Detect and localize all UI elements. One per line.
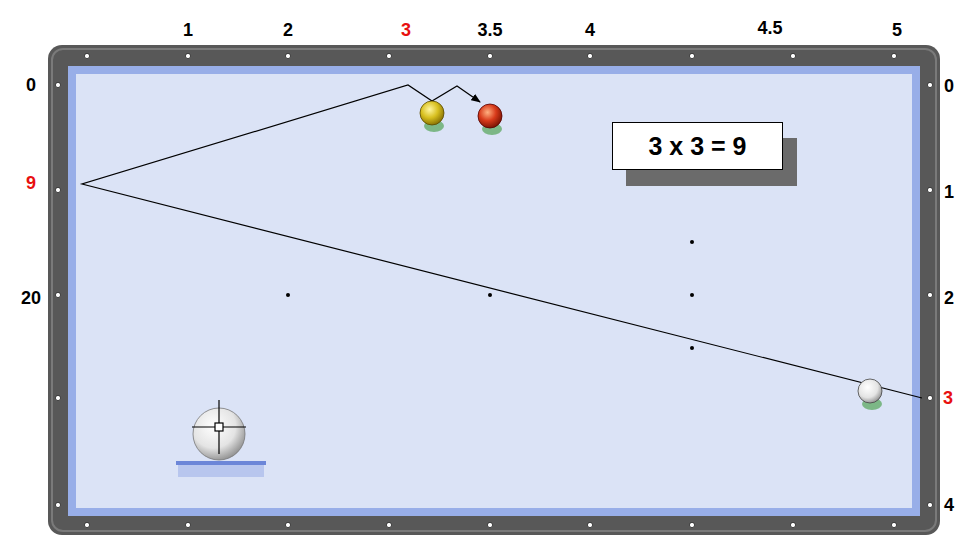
ball-path bbox=[82, 85, 922, 398]
red-ball bbox=[478, 104, 502, 128]
rail-highlight bbox=[52, 49, 936, 531]
cushion bbox=[68, 66, 920, 516]
cue-tip-indicator bbox=[176, 400, 266, 477]
diamond-number: 4 bbox=[585, 21, 595, 39]
spots bbox=[286, 240, 694, 350]
diamond-number: 4 bbox=[944, 496, 954, 514]
diamond-number: 2 bbox=[283, 21, 293, 39]
diamond-number: 3 bbox=[401, 21, 411, 39]
diamond-number: 3.5 bbox=[477, 21, 502, 39]
diamond-number: 0 bbox=[26, 76, 36, 94]
diamond-number: 0 bbox=[944, 77, 954, 95]
cue-ball bbox=[858, 379, 882, 403]
diamond-number: 9 bbox=[26, 174, 36, 192]
diamond-sights bbox=[55, 53, 932, 527]
diamond-number: 3 bbox=[943, 389, 953, 407]
diamond-number: 1 bbox=[944, 183, 954, 201]
diamond-number: 20 bbox=[21, 289, 41, 307]
diamond-number: 1 bbox=[183, 21, 193, 39]
formula-text: 3 x 3 = 9 bbox=[649, 132, 747, 161]
yellow-ball bbox=[420, 101, 444, 125]
balls bbox=[420, 101, 882, 410]
rail-frame bbox=[48, 45, 940, 535]
diamond-number: 2 bbox=[944, 289, 954, 307]
cloth bbox=[76, 74, 912, 508]
diamond-number: 5 bbox=[892, 21, 902, 39]
diamond-number: 4.5 bbox=[757, 19, 782, 37]
formula-box: 3 x 3 = 9 bbox=[612, 122, 783, 170]
